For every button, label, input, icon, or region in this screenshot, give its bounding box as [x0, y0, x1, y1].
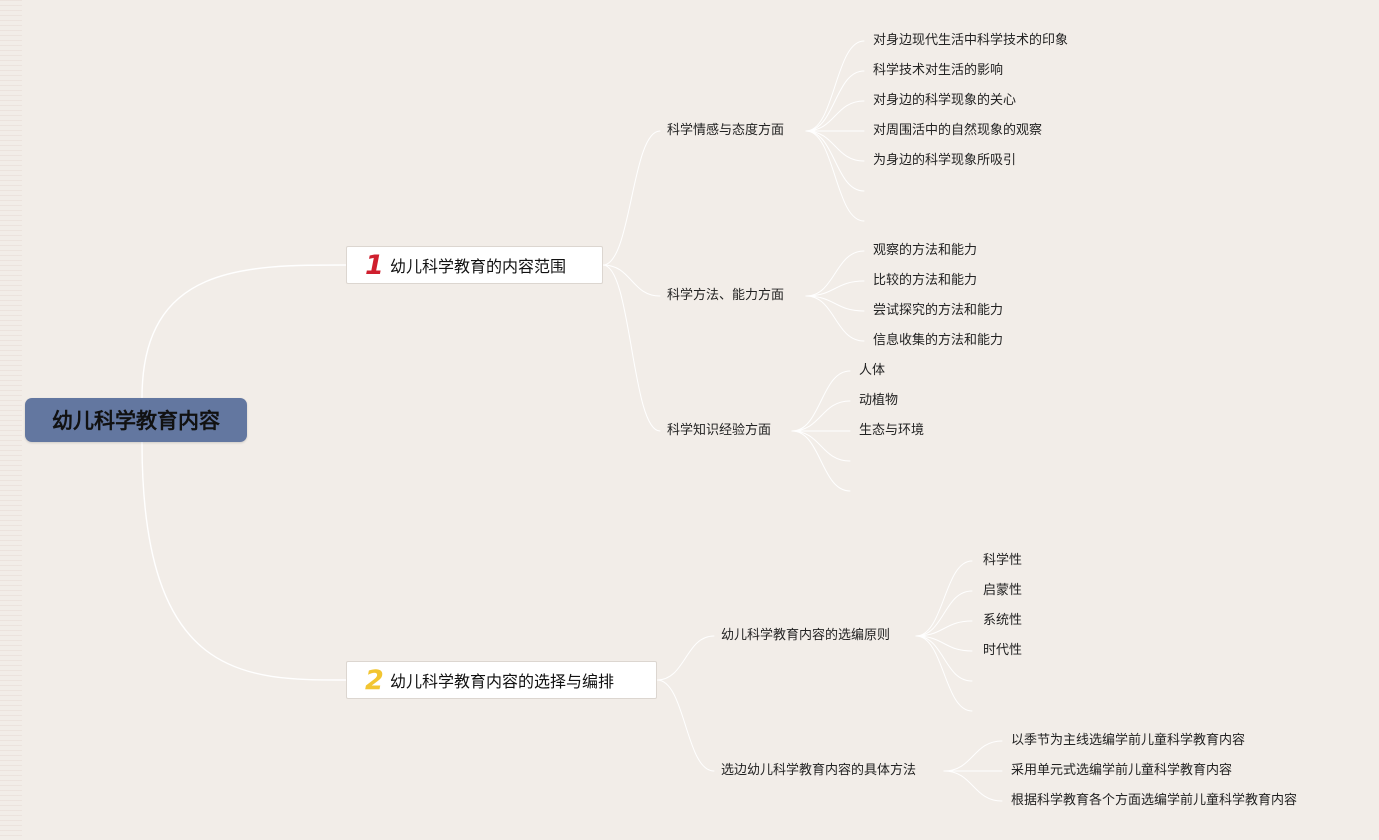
root-topic[interactable]: 幼儿科学教育内容	[25, 398, 247, 442]
leaf-item[interactable]: 系统性	[983, 613, 1023, 628]
connector-line	[656, 679, 715, 772]
connector-line	[805, 130, 865, 162]
leaf-item[interactable]: 科学技术对生活的影响	[873, 63, 1004, 78]
connector-line	[915, 635, 973, 682]
leaf-item[interactable]: 人体	[859, 363, 886, 378]
topic-number-2: 2	[365, 664, 384, 696]
connector-line	[805, 295, 865, 312]
connector-line	[141, 264, 347, 399]
connector-line	[915, 620, 973, 637]
leaf-item[interactable]: 采用单元式选编学前儿童科学教育内容	[1011, 763, 1233, 778]
root-topic-label: 幼儿科学教育内容	[52, 409, 220, 433]
leaf-item[interactable]: 观察的方法和能力	[873, 243, 978, 258]
connector-line	[805, 250, 865, 297]
main-topic-1-label: 幼儿科学教育的内容范围	[390, 257, 567, 276]
leaf-item[interactable]: 比较的方法和能力	[873, 273, 978, 288]
connector-line	[602, 130, 661, 266]
connector-line	[141, 441, 347, 681]
connector-line	[805, 100, 865, 132]
connector-line	[915, 635, 973, 652]
main-topic-2-label: 幼儿科学教育内容的选择与编排	[390, 672, 615, 691]
leaf-item[interactable]: 为身边的科学现象所吸引	[873, 153, 1017, 168]
connector-line	[805, 40, 865, 132]
connector-line	[915, 590, 973, 637]
connector-line	[915, 635, 973, 712]
topic-number-1: 1	[365, 249, 384, 281]
subtopic-knowledge-experience[interactable]: 科学知识经验方面	[667, 423, 772, 438]
subtopic-selection-principles[interactable]: 幼儿科学教育内容的选编原则	[721, 628, 891, 643]
leaf-item[interactable]: 启蒙性	[983, 583, 1023, 598]
leaf-item[interactable]: 根据科学教育各个方面选编学前儿童科学教育内容	[1011, 793, 1298, 808]
leaf-item[interactable]: 科学性	[983, 553, 1023, 568]
subtopic-method-ability[interactable]: 科学方法、能力方面	[667, 288, 785, 303]
connector-line	[805, 130, 865, 222]
connector-line	[943, 770, 1003, 802]
connector-line	[791, 370, 851, 432]
connector-line	[943, 740, 1003, 772]
leaf-item[interactable]: 对身边现代生活中科学技术的印象	[873, 33, 1069, 48]
main-topic-2[interactable]: 2 幼儿科学教育内容的选择与编排	[346, 661, 657, 699]
connector-line	[602, 264, 661, 297]
left-edge-texture	[0, 0, 22, 840]
subtopic-emotion-attitude[interactable]: 科学情感与态度方面	[667, 123, 785, 138]
leaf-item[interactable]: 生态与环境	[859, 423, 925, 438]
connector-line	[805, 130, 865, 192]
connector-line	[791, 400, 851, 432]
connector-line	[602, 264, 661, 432]
connector-line	[805, 70, 865, 132]
connector-line	[915, 560, 973, 637]
connector-line	[791, 430, 851, 462]
subtopic-selection-methods[interactable]: 选边幼儿科学教育内容的具体方法	[721, 763, 917, 778]
connector-line	[656, 635, 715, 681]
leaf-item[interactable]: 尝试探究的方法和能力	[873, 303, 1004, 318]
leaf-item[interactable]: 以季节为主线选编学前儿童科学教育内容	[1011, 733, 1246, 748]
leaf-item[interactable]: 信息收集的方法和能力	[873, 333, 1004, 348]
connector-line	[805, 295, 865, 342]
connector-line	[791, 430, 851, 492]
leaf-item[interactable]: 对身边的科学现象的关心	[873, 93, 1017, 108]
main-topic-1[interactable]: 1 幼儿科学教育的内容范围	[346, 246, 603, 284]
connector-line	[805, 280, 865, 297]
leaf-item[interactable]: 对周围活中的自然现象的观察	[873, 123, 1043, 138]
leaf-item[interactable]: 动植物	[859, 393, 899, 408]
leaf-item[interactable]: 时代性	[983, 643, 1023, 658]
